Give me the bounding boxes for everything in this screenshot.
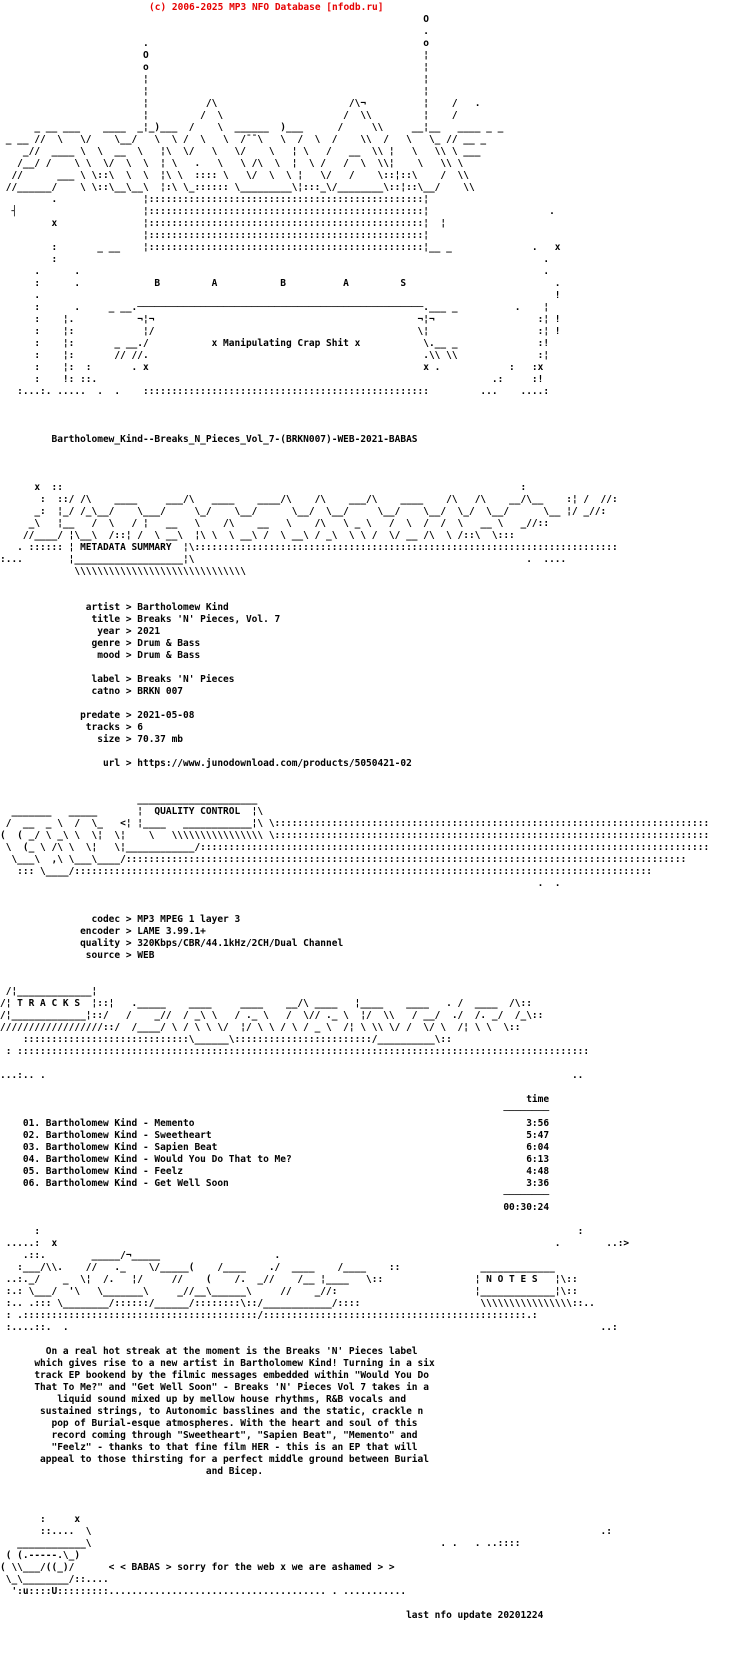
nfo-db-header: (c) 2006-2025 MP3 NFO Database [nfodb.ru…	[149, 2, 384, 13]
nfo-ascii-body: O . . o O	[0, 14, 710, 1621]
